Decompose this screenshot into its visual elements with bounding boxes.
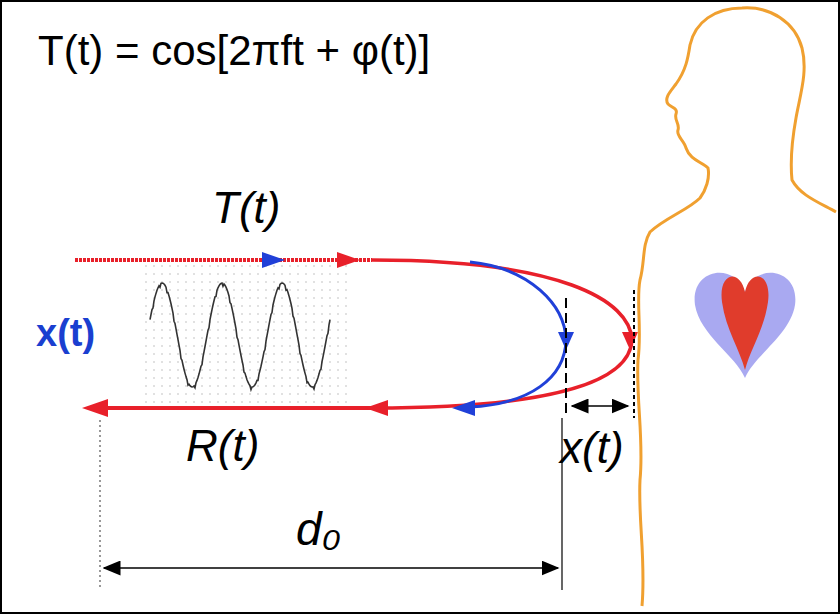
arrowhead (337, 252, 360, 268)
arrowhead (365, 400, 388, 416)
body-path (372, 260, 632, 408)
dimension-label: d₀ (296, 506, 341, 552)
body-silhouette (638, 8, 836, 606)
arrowhead (262, 252, 285, 268)
formula: T(t) = cos[2πft + φ(t)] (38, 30, 430, 72)
arrowhead (452, 400, 475, 416)
dimension-line (104, 567, 558, 569)
receive-line (100, 406, 372, 410)
extension-line (99, 420, 100, 590)
displacement-arrow (572, 405, 628, 407)
transmit-line (75, 258, 372, 262)
signal-ground (145, 262, 350, 404)
signal-label: T(t) (212, 186, 280, 230)
arrowhead (82, 399, 108, 417)
body-plane (633, 290, 635, 418)
heart (722, 276, 769, 370)
arrowhead (622, 332, 638, 350)
reference-plane (565, 298, 567, 418)
heart-expanded (695, 273, 796, 378)
signal-label: x(t) (36, 314, 95, 352)
signal-label: R(t) (186, 424, 259, 468)
displacement-label: x(t) (560, 426, 624, 470)
signal-wave (150, 283, 330, 390)
reference-path (470, 262, 566, 407)
